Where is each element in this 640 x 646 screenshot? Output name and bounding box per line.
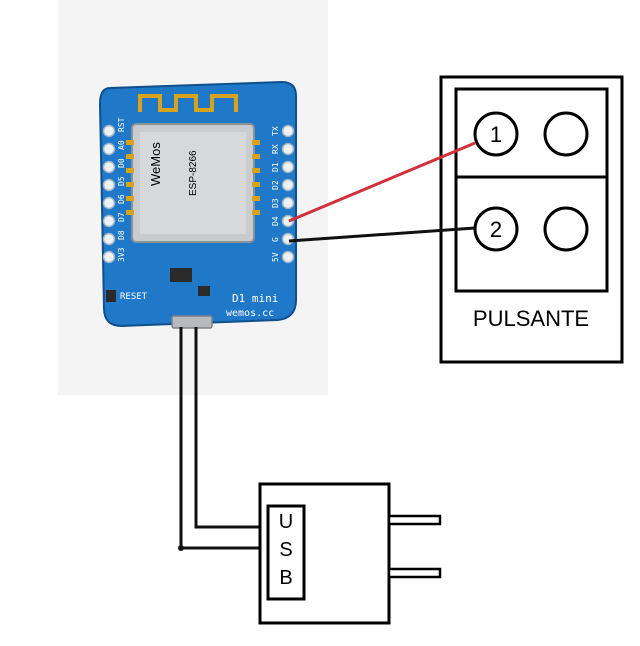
module-pads	[126, 140, 260, 215]
pin-labels-left: RST A0 D0 D5 D6 D7 D8 3V3	[117, 117, 126, 262]
pin-label-right: D2	[271, 180, 280, 190]
pin-label-left: 3V3	[117, 247, 126, 262]
reset-button	[106, 290, 116, 302]
pin-label-left: A0	[117, 140, 126, 150]
pin-label-left: D7	[117, 212, 126, 222]
terminal-1	[473, 111, 519, 157]
board-site-label: wemos.cc	[226, 308, 274, 319]
terminal-1-label: 1	[490, 122, 502, 147]
micro-usb-port	[171, 315, 213, 329]
plug-prong-bottom	[387, 567, 442, 579]
pin-label-left: D0	[117, 158, 126, 168]
pin-label-left: D5	[117, 176, 126, 186]
terminal-2b	[543, 206, 589, 252]
pin-label-left: D8	[117, 230, 126, 240]
pin-label-right: G	[271, 237, 280, 242]
push-button-box: 1 2 PULSANTE	[439, 75, 624, 364]
pin-label-right: D4	[271, 216, 280, 226]
voltage-regulator	[170, 268, 192, 282]
reset-label: RESET	[120, 292, 148, 302]
module-chip-label: ESP-8266	[188, 150, 199, 196]
wire-d3-to-terminal-1	[288, 141, 476, 223]
pin-label-right: RX	[271, 144, 280, 154]
pin-label-right: 5V	[271, 252, 280, 262]
plug-prong-top	[387, 514, 442, 526]
button-title: PULSANTE	[473, 306, 589, 331]
pin-label-right: D1	[271, 162, 280, 172]
terminal-1b	[543, 111, 589, 157]
cable-junction	[178, 545, 184, 551]
usb-power-adapter: U S B	[258, 482, 442, 625]
d1-mini-board: WeMos ESP-8266 RST A0 D0	[98, 80, 297, 329]
antenna-trace	[138, 94, 238, 112]
pin-holes-left	[102, 124, 116, 264]
usb-socket	[266, 504, 306, 601]
pin-label-right: D3	[271, 198, 280, 208]
module-brand-label: WeMos	[148, 142, 163, 186]
usb-chip	[198, 286, 210, 296]
terminal-2-label: 2	[490, 217, 502, 242]
board-model-label: D1 mini	[232, 292, 278, 305]
usb-cable-right	[194, 327, 268, 529]
usb-letter-s: S	[279, 539, 292, 561]
pin-label-right: TX	[271, 126, 280, 136]
pin-label-left: D6	[117, 194, 126, 204]
pin-label-left: RST	[117, 117, 126, 132]
pin-labels-right: TX RX D1 D2 D3 D4 G 5V	[271, 126, 280, 262]
button-inner-frame	[454, 87, 609, 293]
wire-g-to-terminal-2	[288, 226, 476, 243]
esp-module-inner	[140, 132, 246, 234]
usb-letter-b: B	[279, 567, 292, 589]
usb-letter-u: U	[279, 511, 293, 533]
